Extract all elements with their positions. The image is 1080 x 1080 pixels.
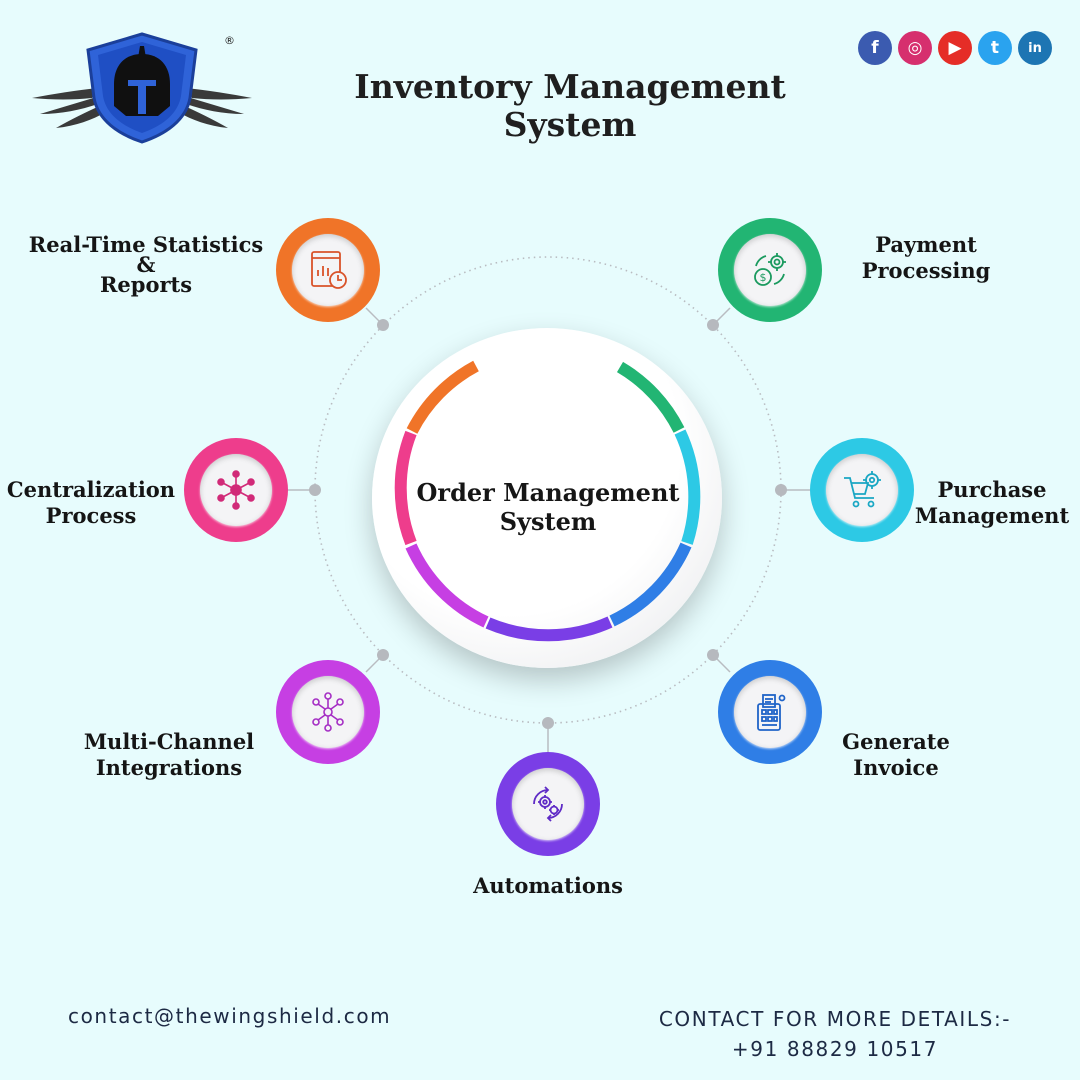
label-stats: Real-Time Statistics & Reports [14, 232, 278, 298]
label-central: Centralization Process [4, 477, 178, 529]
label-central-line-1: Centralization [6, 477, 176, 502]
registered-mark: ® [224, 34, 235, 47]
label-purchase-line-2: Management [914, 503, 1070, 528]
svg-text:$: $ [760, 271, 767, 284]
label-auto-line-1: Automations [473, 873, 623, 898]
label-multi: Multi-Channel Integrations [74, 729, 264, 781]
page-title-line-2: System [503, 105, 637, 144]
label-payment-line-2: Processing [861, 258, 991, 283]
label-multi-line-2: Integrations [95, 755, 243, 780]
page-title-line-1: Inventory Management [354, 67, 786, 106]
ring-dot-central [309, 484, 321, 496]
brand-logo [28, 28, 258, 146]
label-multi-line-1: Multi-Channel [83, 729, 255, 754]
arc-pink [394, 430, 417, 546]
footer-phone[interactable]: +91 88829 10517 [731, 1037, 939, 1061]
node-auto[interactable] [496, 752, 600, 856]
ring-dot-stats [377, 319, 389, 331]
footer-cta: CONTACT FOR MORE DETAILS:- +91 88829 105… [620, 1004, 1050, 1064]
label-payment: Payment Processing [846, 232, 1006, 284]
label-stats-line-1: Real-Time Statistics [28, 232, 264, 257]
linkedin-icon[interactable]: in [1018, 31, 1052, 65]
instagram-icon[interactable]: ◎ [898, 31, 932, 65]
ring-dot-multi [377, 649, 389, 661]
footer-cta-text: CONTACT FOR MORE DETAILS:- [658, 1007, 1012, 1031]
node-multi[interactable] [276, 660, 380, 764]
automation-gears-icon [533, 786, 563, 822]
arc-orange [406, 360, 479, 434]
center-label-line-2: System [499, 507, 597, 536]
ring-dot-auto [542, 717, 554, 729]
label-purchase: Purchase Management [912, 477, 1072, 529]
center-label-line-1: Order Management [416, 478, 680, 507]
label-payment-line-1: Payment [875, 232, 977, 257]
invoice-machine-icon [757, 694, 786, 731]
arc-cyan [674, 429, 701, 545]
youtube-icon[interactable]: ▶ [938, 31, 972, 65]
arc-purple [485, 616, 613, 642]
label-purchase-line-1: Purchase [937, 477, 1047, 502]
node-payment[interactable]: $ [718, 218, 822, 322]
integration-network-icon [312, 692, 344, 732]
label-invoice-line-1: Generate [842, 729, 950, 754]
label-central-line-2: Process [45, 503, 137, 528]
facebook-icon[interactable]: f [858, 31, 892, 65]
label-invoice-line-2: Invoice [853, 755, 939, 780]
node-stats[interactable] [276, 218, 380, 322]
ring-dot-invoice [707, 649, 719, 661]
footer-email[interactable]: contact@thewingshield.com [68, 1004, 392, 1028]
node-purchase[interactable] [810, 438, 914, 542]
label-auto: Automations [448, 873, 648, 899]
cart-gear-icon [844, 471, 881, 508]
label-stats-line-2: & [136, 252, 156, 277]
label-stats-line-3: Reports [99, 272, 193, 297]
arc-blue [609, 542, 692, 627]
ring-dot-purchase [775, 484, 787, 496]
ring-dot-payment [707, 319, 719, 331]
page-title: Inventory Management System [300, 68, 840, 144]
twitter-icon[interactable]: t [978, 31, 1012, 65]
center-hub [372, 328, 722, 668]
payment-gear-icon: $ [754, 253, 786, 286]
hub-network-icon [217, 470, 255, 510]
arc-green [616, 361, 685, 433]
node-central[interactable] [184, 438, 288, 542]
report-chart-icon [311, 251, 347, 289]
label-invoice: Generate Invoice [826, 729, 966, 781]
arc-magenta [405, 543, 489, 628]
center-label: Order Management System [408, 478, 688, 536]
node-invoice[interactable] [718, 660, 822, 764]
